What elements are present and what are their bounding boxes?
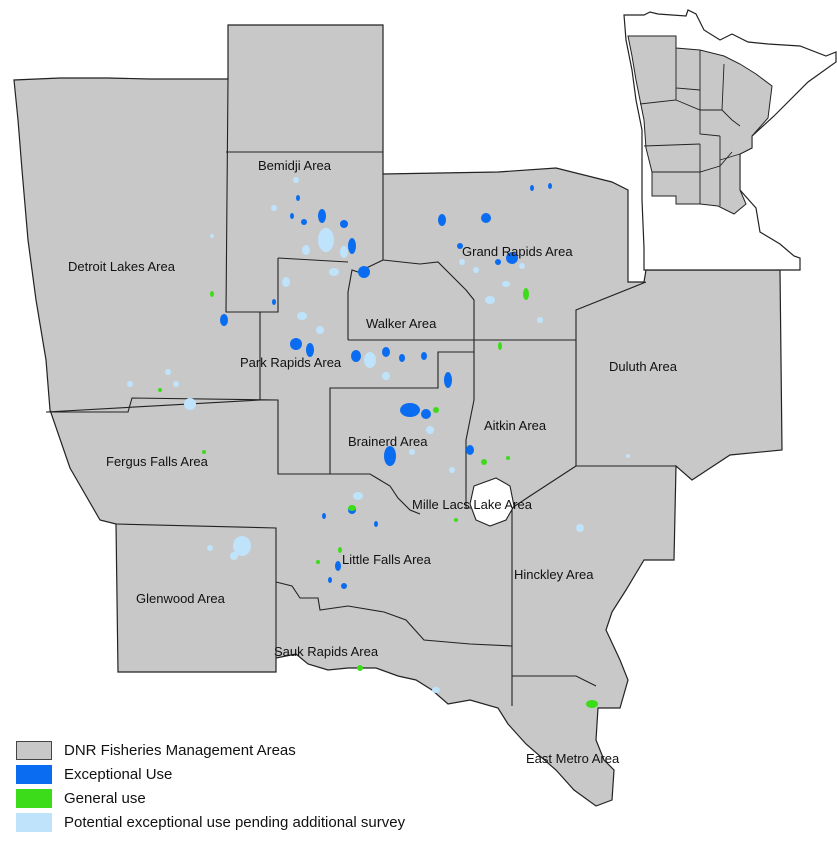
potential-lakes (127, 177, 630, 693)
legend-label: Exceptional Use (64, 765, 173, 783)
label-brainerd: Brainerd Area (348, 434, 428, 449)
label-grand-rapids: Grand Rapids Area (462, 244, 573, 259)
legend-item-exceptional-use: Exceptional Use (16, 762, 405, 786)
legend-item-potential-exceptional-use: Potential exceptional use pending additi… (16, 810, 405, 834)
management-areas-region (13, 24, 783, 807)
label-aitkin: Aitkin Area (484, 418, 547, 433)
legend-label: Potential exceptional use pending additi… (64, 813, 406, 831)
label-bemidji: Bemidji Area (258, 158, 332, 173)
label-glenwood: Glenwood Area (136, 591, 226, 606)
legend: DNR Fisheries Management Areas Exception… (16, 738, 405, 834)
label-sauk-rapids: Sauk Rapids Area (274, 644, 379, 659)
inset-locator-map (623, 9, 837, 271)
legend-swatch-potential-exceptional-use (16, 812, 52, 832)
label-hinckley: Hinckley Area (514, 567, 594, 582)
label-little-falls: Little Falls Area (342, 552, 432, 567)
legend-label: DNR Fisheries Management Areas (64, 741, 296, 759)
area-labels: Detroit Lakes Area Bemidji Area Grand Ra… (68, 158, 678, 766)
legend-label: General use (64, 789, 146, 807)
area-boundaries (45, 78, 676, 706)
mille-lacs-lake (469, 477, 515, 527)
label-park-rapids: Park Rapids Area (240, 355, 342, 370)
label-detroit-lakes: Detroit Lakes Area (68, 259, 176, 274)
label-fergus-falls: Fergus Falls Area (106, 454, 209, 469)
legend-item-general-use: General use (16, 786, 405, 810)
legend-swatch-management-areas (16, 740, 52, 760)
legend-swatch-exceptional-use (16, 764, 52, 784)
label-duluth: Duluth Area (609, 359, 678, 374)
label-walker: Walker Area (366, 316, 437, 331)
label-east-metro: East Metro Area (526, 751, 620, 766)
label-mille-lacs: Mille Lacs Lake Area (412, 497, 533, 512)
general-use-lakes (158, 288, 598, 708)
legend-item-management-areas: DNR Fisheries Management Areas (16, 738, 405, 762)
exceptional-lakes (220, 183, 552, 589)
legend-swatch-general-use (16, 788, 52, 808)
